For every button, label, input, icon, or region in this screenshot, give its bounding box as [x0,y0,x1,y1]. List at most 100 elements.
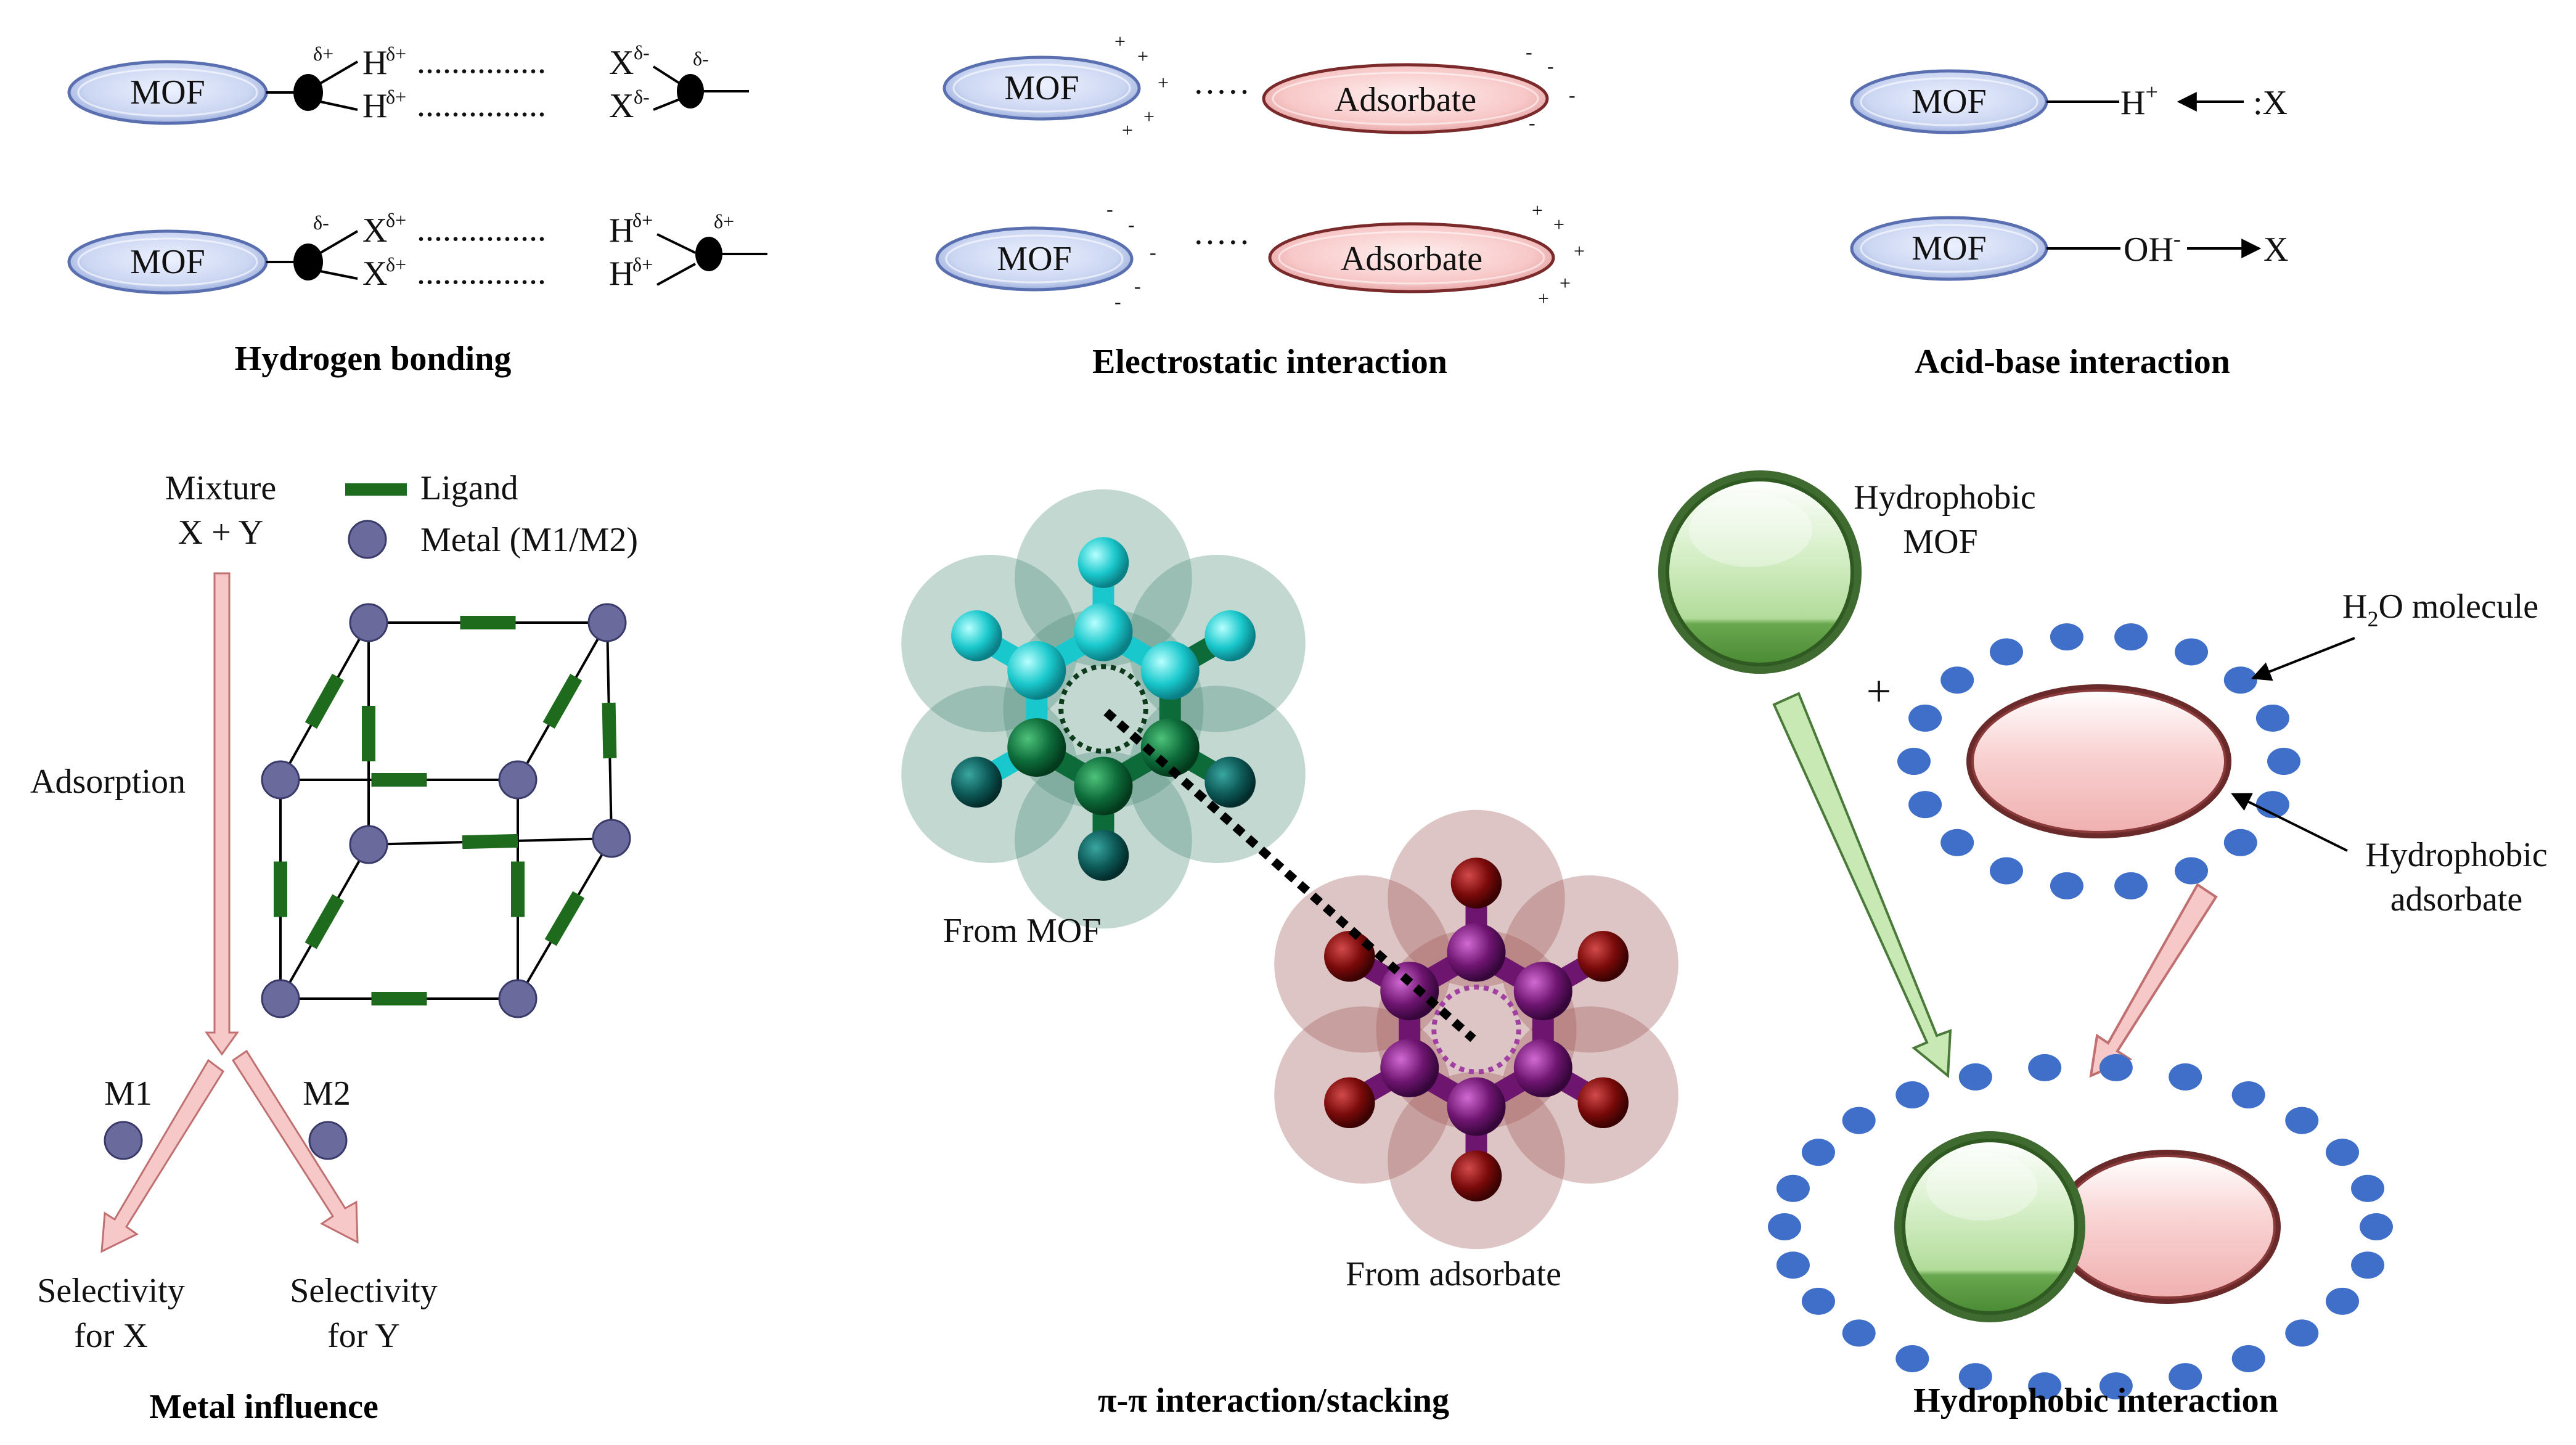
adsorbate-ellipse [1262,63,1549,134]
positive-charge: + [1532,199,1543,221]
water-molecule-label: H2O molecule [2342,587,2538,631]
water-pointer [2251,637,2355,681]
mixture-formula: X + Y [178,514,263,552]
water-molecule [2028,1054,2062,1081]
svg-text:-: - [1128,213,1135,235]
water-molecule [2114,872,2148,899]
caption-metal-influence: Metal influence [149,1388,378,1426]
water-molecule [2175,638,2208,666]
m2-label: M2 [303,1075,351,1113]
caption-hydrogen-bonding: Hydrogen bonding [235,340,512,378]
water-molecule [1768,1213,1801,1240]
water-molecule [2351,1174,2385,1202]
water-molecule [1842,1107,1876,1134]
mof-framework-cube [261,603,631,1018]
water-molecule [1776,1174,1810,1202]
selectivity-y-label: Selectivity [290,1272,438,1310]
substituent-atom [1077,537,1129,588]
water-molecule [1958,1063,1992,1091]
adsorbate-pointer [2231,793,2348,852]
ligand-linker [602,702,617,759]
substituent-atom [1204,610,1256,661]
svg-text:+: + [1553,213,1564,235]
interaction-dots: ····· [1193,224,1250,262]
metal-node [261,760,300,800]
svg-text:-: - [1569,84,1576,106]
adsorbate-down-arrow [2089,883,2218,1078]
ligand-linker [274,861,287,917]
svg-text:+: + [1143,105,1155,128]
svg-text:-: - [1114,290,1121,313]
ligand-linker [371,992,427,1005]
water-molecule [2223,829,2257,856]
from-mof-label: From MOF [943,912,1102,950]
ring-atom [1447,923,1506,982]
svg-text:δ+: δ+ [714,210,734,232]
water-molecule [2267,748,2300,775]
svg-text:δ-: δ- [693,47,709,70]
from-adsorbate-label: From adsorbate [1346,1255,1561,1293]
caption-acid-base: Acid-base interaction [1915,343,2230,381]
hydrophobic-panel: Hydrophobic MOF + H2O molecule Hydrophob… [1658,470,2548,1420]
selectivity-y-target: for Y [327,1317,400,1355]
water-molecule [1908,704,1942,732]
svg-text:-: - [1547,55,1554,77]
selectivity-y-arrow [231,1049,359,1244]
ligand-linker [460,616,516,629]
water-molecule [2169,1063,2202,1091]
svg-text:-: - [1150,241,1156,263]
ligand-linker [511,861,525,917]
svg-text:+: + [1122,119,1133,141]
metal-node [498,760,538,800]
electrostatic-row-1: MOF + + + + + ····· Adsorbate - - - - [942,30,1576,141]
mixture-label: Mixture [165,469,276,507]
positive-charge: + [1114,30,1126,52]
x-atom-label: X [609,87,634,125]
acidbase-row-1: MOF H+ :X [1850,69,2288,134]
substituent-atom [951,610,1002,661]
svg-text:δ+: δ+ [632,253,653,276]
negative-charge: - [1526,41,1532,63]
mof-ellipse [942,55,1141,121]
acid-base-panel: MOF H+ :X MOF OH- X Acid-base interactio… [1850,69,2288,381]
substituent-atom [1077,830,1129,881]
h-atom-label: H [362,87,387,125]
legend-ligand-label: Ligand [420,469,518,507]
legend-metal-swatch [348,520,387,559]
metal-influence-panel: Mixture X + Y Ligand Metal (M1/M2) Adsor… [30,469,638,1426]
water-molecule [2285,1107,2319,1134]
proton-label: H+ [2120,80,2158,122]
ligand-linker [542,673,583,729]
ring-atom [1074,756,1133,816]
metal-node [592,819,631,858]
hbond-dots: ............... [417,210,546,248]
partial-charge: δ+ [313,43,333,65]
atom-node [293,74,323,111]
svg-text:δ+: δ+ [632,209,653,231]
mof-label: MOF [1912,83,1986,121]
h-atom-label: H [609,211,634,250]
mof-label: MOF [130,73,205,112]
x-atom-label: X [362,255,387,293]
x-atom-label: X [362,211,387,250]
h-atom-label: H [362,44,387,82]
water-molecule [2351,1251,2385,1279]
caption-pi-pi: π-π interaction/stacking [1098,1382,1449,1420]
m2-metal-node [308,1121,348,1160]
hydrophobic-mof-sphere [1658,470,1862,674]
mof-label: MOF [1912,229,1986,268]
svg-text:δ+: δ+ [386,253,406,276]
adsorbate-label: Adsorbate [1335,81,1476,119]
ring-atom [1380,1039,1439,1097]
svg-text:+: + [1538,287,1549,309]
mof-label: MOF [997,240,1071,278]
electrostatic-panel: MOF + + + + + ····· Adsorbate - - - - MO… [935,30,1585,381]
water-molecule [2175,857,2208,885]
hydrophobic-mof-label: Hydrophobic [1854,478,2036,517]
substituent-atom [951,756,1002,808]
interaction-dots: ····· [1193,73,1250,112]
svg-text:δ-: δ- [313,211,329,234]
ligand-linker [544,891,585,946]
water-molecule [2255,791,2289,819]
